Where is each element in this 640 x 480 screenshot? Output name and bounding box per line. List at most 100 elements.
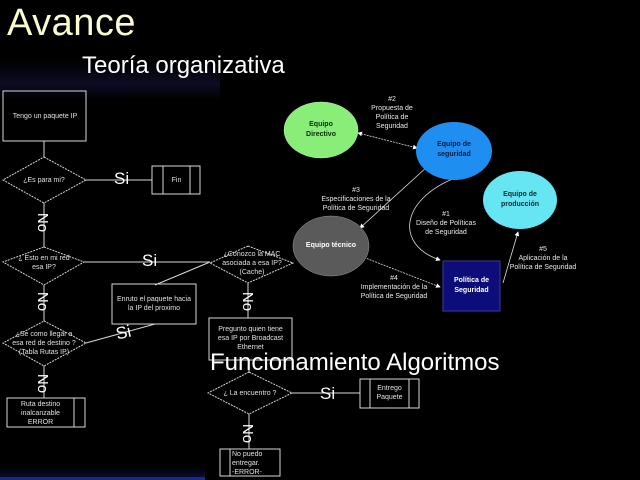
q5-text: ¿ La encuentro ? bbox=[223, 390, 277, 397]
directivo-label: Equipo Directivo bbox=[284, 120, 358, 140]
edge-2-label: #2 Propuesta de Política de Seguridad bbox=[360, 95, 424, 131]
e2-line1: Propuesta de bbox=[371, 105, 413, 112]
route-text: Enruto el paquete hacia la IP del proxim… bbox=[112, 295, 196, 313]
error2-line1: No puedo bbox=[232, 451, 263, 458]
error2-line3: -ERROR- bbox=[232, 469, 262, 476]
no-label-3: No bbox=[34, 373, 52, 394]
node-politica-seguridad bbox=[442, 260, 501, 312]
ask-broadcast-box bbox=[208, 317, 293, 361]
edge-4-label: #4 Implementación de la Política de Segu… bbox=[356, 274, 432, 301]
no-label-4: No bbox=[239, 291, 257, 312]
yes-label-1: Si bbox=[114, 169, 130, 188]
e4-line1: Implementación de la bbox=[360, 284, 428, 291]
slide-title: Avance bbox=[7, 2, 137, 44]
q2-text: ¿ Esto en mi red esa IP? bbox=[8, 254, 80, 272]
directivo-line1: Equipo bbox=[309, 121, 333, 128]
ask-text: Pregunto quien tiene esa IP por Broadcas… bbox=[209, 325, 292, 352]
q4-line1: ¿Conozco la MAC bbox=[223, 251, 281, 258]
no-label-1: No bbox=[34, 212, 52, 233]
error2-line2: entregar. bbox=[232, 460, 260, 467]
q2-line1: ¿ Esto en mi red bbox=[18, 255, 70, 262]
produccion-line2: producción bbox=[500, 201, 540, 208]
q2-line2: esa IP? bbox=[32, 264, 56, 271]
e3-num: #3 bbox=[352, 187, 360, 194]
connector bbox=[154, 261, 211, 286]
e5-line2: Política de Seguridad bbox=[509, 264, 577, 271]
error1-text: Ruta destino inalcanzable ERROR bbox=[7, 400, 74, 427]
route-line1: Enruto el paquete hacia bbox=[117, 296, 191, 303]
node-equipo-tecnico bbox=[292, 215, 370, 277]
q4-line3: (Cache) bbox=[239, 269, 265, 276]
node-equipo-produccion bbox=[483, 171, 557, 229]
decision-la-encuentro bbox=[206, 371, 294, 415]
edge-2 bbox=[357, 131, 418, 150]
q3-line1: ¿Se como llegar a bbox=[15, 331, 73, 338]
q3-text: ¿Se como llegar a esa red de destino ? (… bbox=[6, 330, 82, 357]
e2-line2: Política de bbox=[375, 114, 409, 121]
edge-1-label: #1 Diseño de Políticas de Seguridad bbox=[412, 210, 480, 237]
produccion-label: Equipo de producción bbox=[483, 190, 557, 210]
e2-num: #2 bbox=[388, 96, 396, 103]
node-equipo-seguridad bbox=[416, 122, 492, 180]
decision-tabla-rutas bbox=[1, 320, 88, 367]
e1-line2: de Seguridad bbox=[425, 229, 467, 236]
politica-line1: Política de bbox=[453, 277, 489, 284]
tecnico-label: Equipo técnico bbox=[305, 242, 357, 249]
no-label-5: No bbox=[239, 423, 257, 444]
seguridad-line1: Equipo de bbox=[437, 141, 471, 148]
edge-3 bbox=[359, 165, 429, 229]
yes-label-2: Si bbox=[142, 251, 158, 270]
politica-line2: Seguridad bbox=[454, 287, 489, 294]
e4-line2: Política de Seguridad bbox=[360, 293, 428, 300]
q4-line2: asociada a esa IP? bbox=[222, 260, 282, 267]
no-label-2: No bbox=[34, 291, 52, 312]
section-teoria-organizativa: Teoría organizativa bbox=[82, 52, 285, 79]
route-line2: la IP del proximo bbox=[127, 305, 180, 312]
decision-es-para-mi bbox=[1, 156, 88, 204]
ask-line3: Ethernet bbox=[237, 344, 264, 351]
bottom-bar bbox=[0, 477, 205, 480]
e3-line1: Especificaciones de la bbox=[321, 196, 391, 203]
q4-text: ¿Conozco la MAC asociada a esa IP? (Cach… bbox=[214, 250, 290, 277]
edge-3-label: #3 Especificaciones de la Política de Se… bbox=[316, 186, 396, 213]
e3-line2: Política de Seguridad bbox=[322, 205, 390, 212]
q1-text: ¿Es para mi? bbox=[23, 177, 65, 184]
deliver-text: Entrego Paquete bbox=[370, 384, 409, 402]
connector bbox=[85, 323, 156, 344]
seguridad-label: Equipo de seguridad bbox=[416, 140, 492, 160]
q3-line2: esa red de destino ? bbox=[12, 340, 76, 347]
background-glow bbox=[0, 60, 220, 100]
e5-line1: Aplicación de la bbox=[518, 255, 568, 262]
fin-text: Fin bbox=[171, 177, 182, 184]
politica-label: Política de Seguridad bbox=[443, 276, 500, 296]
e1-line1: Diseño de Políticas bbox=[416, 220, 476, 227]
directivo-line2: Directivo bbox=[306, 131, 336, 138]
error2-text: No puedo entregar. -ERROR- bbox=[230, 450, 282, 477]
start-text: Tengo un paquete IP bbox=[12, 113, 78, 120]
ask-line2: esa IP por Broadcast bbox=[217, 335, 284, 342]
error1-box bbox=[6, 397, 86, 428]
edge-5 bbox=[502, 231, 520, 284]
edge-1 bbox=[409, 177, 456, 262]
e1-num: #1 bbox=[442, 211, 450, 218]
error1-line1: Ruta destino bbox=[20, 401, 61, 408]
ask-line1: Pregunto quien tiene bbox=[218, 326, 283, 333]
seguridad-line2: seguridad bbox=[437, 151, 471, 158]
e4-num: #4 bbox=[390, 275, 398, 282]
edge-5-label: #5 Aplicación de la Política de Segurida… bbox=[505, 245, 581, 272]
bottom-shade bbox=[0, 467, 205, 477]
yes-label-4: Si bbox=[320, 384, 336, 403]
e5-num: #5 bbox=[539, 246, 547, 253]
error2-box bbox=[219, 448, 281, 477]
deliver-line2: Paquete bbox=[376, 394, 403, 401]
node-equipo-directivo bbox=[283, 101, 359, 159]
deliver-box bbox=[359, 378, 420, 409]
deliver-line1: Entrego bbox=[377, 385, 402, 392]
error1-line3: ERROR bbox=[27, 419, 54, 426]
error1-line2: inalcanzable bbox=[21, 410, 60, 417]
produccion-line1: Equipo de bbox=[503, 191, 537, 198]
e2-line3: Seguridad bbox=[376, 123, 408, 130]
q3-line3: (Tabla Rutas IP) bbox=[18, 349, 70, 356]
section-funcionamiento-algoritmos: Funcionamiento Algoritmos bbox=[210, 349, 500, 376]
